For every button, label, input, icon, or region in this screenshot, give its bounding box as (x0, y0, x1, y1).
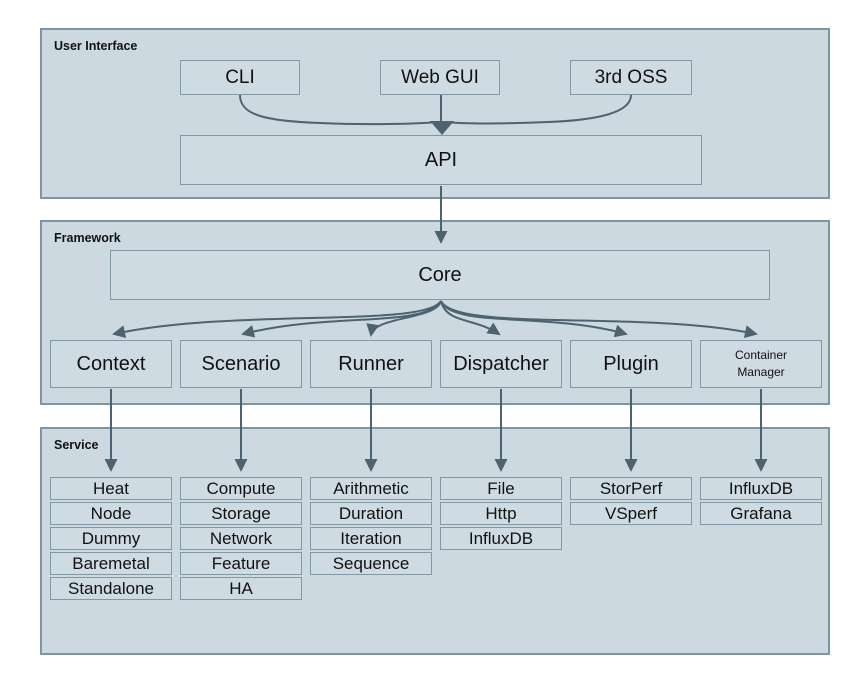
box-cli-label: CLI (225, 66, 255, 88)
service-item-label: Network (209, 528, 273, 548)
service-item-label: VSperf (605, 503, 657, 523)
box-cli: CLI (180, 60, 300, 95)
service-item-label: Http (485, 503, 517, 523)
service-item-ha: HA (180, 577, 302, 600)
box-web-gui-label: Web GUI (401, 66, 479, 88)
box-container-manager-line1: Container (734, 347, 788, 362)
service-item-network: Network (180, 527, 302, 550)
service-item-label: Iteration (340, 528, 402, 548)
service-item-label: Dummy (81, 528, 141, 548)
panel-service-label: Service (54, 438, 99, 452)
service-item-compute: Compute (180, 477, 302, 500)
service-item-dummy: Dummy (50, 527, 172, 550)
service-item-label: Arithmetic (333, 478, 409, 498)
service-item-label: Node (90, 503, 132, 523)
service-item-label: Sequence (332, 553, 410, 573)
service-item-label: File (487, 478, 515, 498)
box-3rd-oss-label: 3rd OSS (594, 66, 668, 88)
service-item-file: File (440, 477, 562, 500)
service-item-label: Feature (211, 553, 271, 573)
service-item-influxdb: InfluxDB (440, 527, 562, 550)
panel-framework-label: Framework (54, 231, 121, 245)
service-item-influxdb-2: InfluxDB (700, 477, 822, 500)
service-item-label: Standalone (67, 578, 155, 598)
box-dispatcher-label: Dispatcher (453, 352, 549, 375)
panel-user-interface-label: User Interface (54, 39, 138, 53)
box-api: API (180, 135, 702, 185)
box-context-label: Context (76, 352, 146, 375)
box-container-manager: Container Manager (700, 340, 822, 388)
box-runner-label: Runner (338, 352, 404, 375)
service-item-standalone: Standalone (50, 577, 172, 600)
box-plugin: Plugin (570, 340, 692, 388)
service-item-storperf: StorPerf (570, 477, 692, 500)
service-item-label: HA (229, 578, 253, 598)
service-item-sequence: Sequence (310, 552, 432, 575)
service-item-label: Duration (338, 503, 404, 523)
service-item-label: InfluxDB (468, 528, 534, 548)
service-item-label: StorPerf (599, 478, 663, 498)
service-item-baremetal: Baremetal (50, 552, 172, 575)
box-plugin-label: Plugin (603, 352, 659, 375)
service-item-label: Storage (211, 503, 271, 523)
service-item-arithmetic: Arithmetic (310, 477, 432, 500)
box-dispatcher: Dispatcher (440, 340, 562, 388)
box-core-label: Core (418, 263, 462, 286)
service-item-node: Node (50, 502, 172, 525)
box-web-gui: Web GUI (380, 60, 500, 95)
service-item-vsperf: VSperf (570, 502, 692, 525)
box-scenario: Scenario (180, 340, 302, 388)
box-3rd-oss: 3rd OSS (570, 60, 692, 95)
box-core: Core (110, 250, 770, 300)
service-item-label: InfluxDB (728, 478, 794, 498)
box-scenario-label: Scenario (201, 352, 281, 375)
service-item-iteration: Iteration (310, 527, 432, 550)
service-item-grafana: Grafana (700, 502, 822, 525)
service-item-label: Compute (206, 478, 276, 498)
service-item-label: Grafana (730, 503, 792, 523)
service-item-http: Http (440, 502, 562, 525)
box-context: Context (50, 340, 172, 388)
service-item-duration: Duration (310, 502, 432, 525)
box-api-label: API (424, 148, 458, 171)
box-container-manager-line2: Manager (737, 365, 785, 379)
box-runner: Runner (310, 340, 432, 388)
service-item-label: Baremetal (72, 553, 150, 573)
service-item-label: Heat (93, 478, 129, 498)
service-item-feature: Feature (180, 552, 302, 575)
service-item-storage: Storage (180, 502, 302, 525)
service-item-heat: Heat (50, 477, 172, 500)
